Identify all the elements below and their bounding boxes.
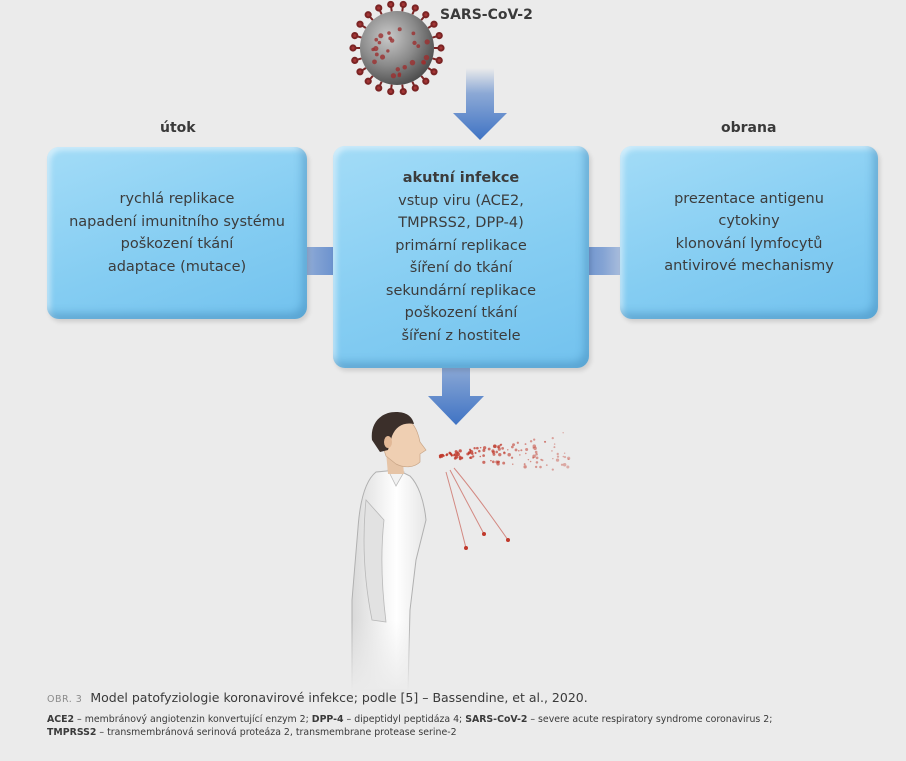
infection-line: poškození tkání [404, 305, 518, 321]
arrow-virus-to-infection [453, 68, 507, 140]
attack-line: poškození tkání [120, 236, 234, 252]
acute-infection-title: akutní infekce [402, 170, 520, 186]
abbr-term: ACE2 [47, 714, 75, 725]
caption-text: Model patofyziologie koronavirové infekc… [90, 690, 588, 705]
acute-infection-box: akutní infekce vstup viru (ACE2, TMPRSS2… [333, 146, 589, 368]
coronavirus-icon [349, 0, 445, 96]
attack-heading: útok [160, 120, 196, 136]
attack-box: rychlá replikace napadení imunitního sys… [47, 147, 307, 319]
infection-line: TMPRSS2, DPP-4) [398, 215, 524, 231]
defense-line: klonování lymfocytů [675, 235, 823, 252]
abbr-term: TMPRSS2 [47, 727, 97, 738]
defense-box: prezentace antigenu cytokiny klonování l… [620, 146, 878, 319]
cough-droplets [438, 431, 571, 550]
attack-line: napadení imunitního systému [69, 213, 285, 230]
infection-line: primární replikace [395, 237, 527, 254]
abbr-def: – dipeptidyl peptidáza 4; [343, 714, 466, 725]
abbr-def: – severe acute respiratory syndrome coro… [527, 714, 773, 725]
abbr-term: SARS-CoV-2 [465, 714, 528, 725]
abbr-def: – transmembránová serinová proteáza 2, t… [96, 727, 457, 738]
figure-number: OBR. 3 [47, 694, 83, 705]
attack-line: rychlá replikace [119, 191, 235, 207]
infection-line: šíření do tkání [409, 260, 513, 276]
virus-label: SARS-CoV-2 [440, 7, 533, 23]
infection-line: šíření z hostitele [401, 327, 521, 344]
abbr-term: DPP-4 [311, 714, 344, 725]
person-coughing-illustration [340, 412, 430, 692]
figure-caption: OBR. 3 Model patofyziologie koronavirové … [47, 690, 897, 739]
infection-line: sekundární replikace [385, 282, 537, 299]
defense-line: cytokiny [718, 213, 780, 229]
defense-heading: obrana [721, 120, 777, 136]
abbreviation-notes: ACE2 – membránový angiotenzin konvertují… [47, 713, 897, 739]
defense-line: prezentace antigenu [674, 190, 824, 207]
infection-line: vstup viru (ACE2, [398, 192, 524, 209]
attack-line: adaptace (mutace) [107, 258, 247, 275]
defense-line: antivirové mechanismy [664, 258, 834, 274]
abbr-def: – membránový angiotenzin konvertující en… [74, 714, 312, 725]
